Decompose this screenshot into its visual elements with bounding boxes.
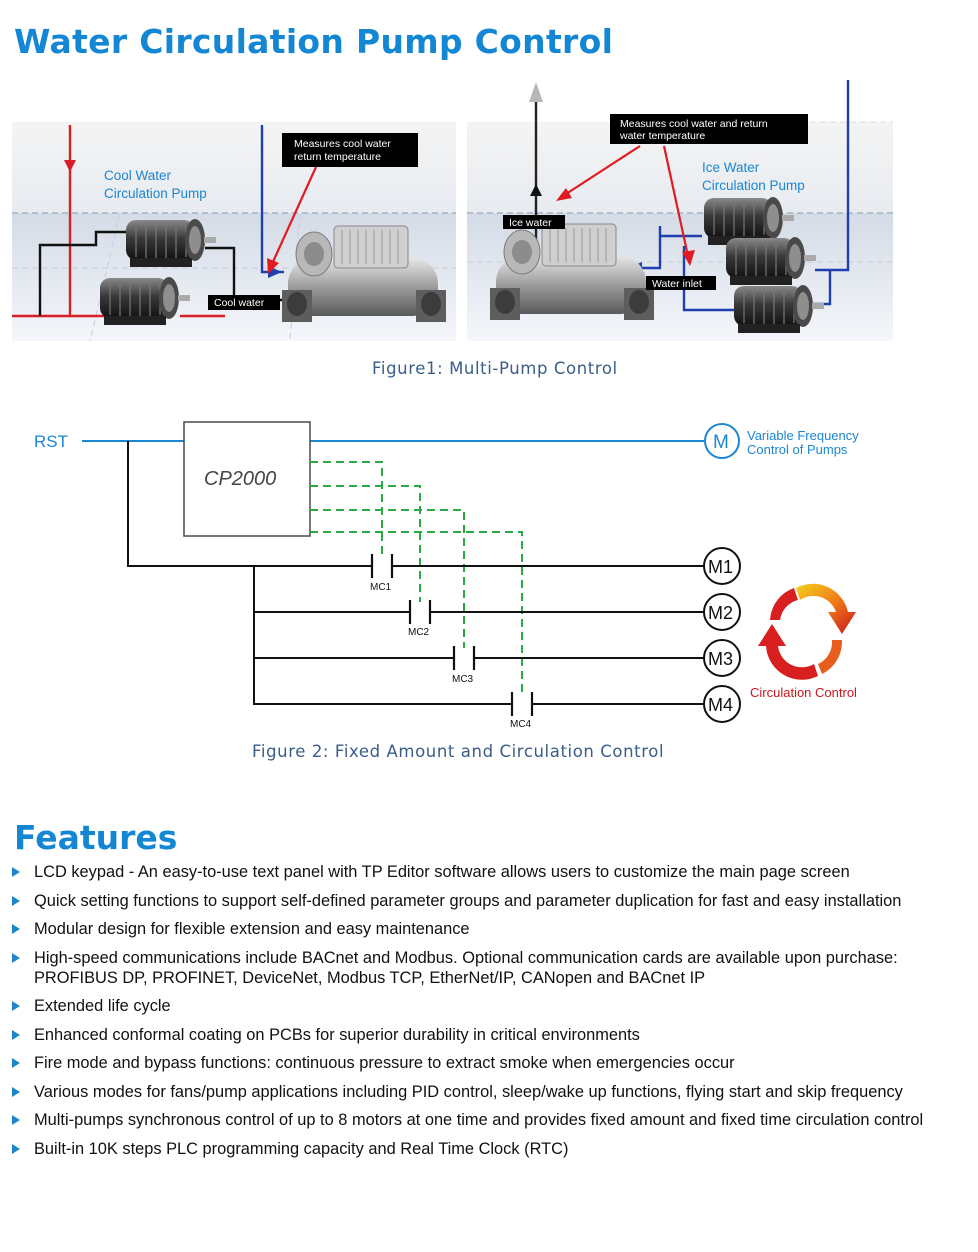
- bullet-arrow-icon: [12, 1143, 20, 1154]
- bullet-arrow-icon: [12, 1029, 20, 1040]
- features-heading: Features: [14, 818, 178, 857]
- figure1-caption: Figure1: Multi-Pump Control: [372, 359, 618, 378]
- contact-mc3: MC3: [452, 674, 474, 685]
- ice-water-pump-label-2: Circulation Pump: [702, 178, 805, 193]
- ice-water-tag: Ice water: [509, 217, 552, 229]
- right-callout-line-2: water temperature: [619, 130, 705, 142]
- vf-label-line-1: Variable Frequency: [747, 428, 859, 443]
- bullet-arrow-icon: [12, 867, 20, 877]
- motor-m3-icon: [703, 639, 741, 677]
- feature-item: Multi-pumps synchronous control of up to…: [12, 1110, 974, 1130]
- figure2-circuit-diagram: RST CP2000 M Variable Frequency Control …: [34, 421, 859, 730]
- cp2000-controller: [183, 421, 311, 537]
- bullet-arrow-icon: [12, 1115, 20, 1125]
- bullet-arrow-icon: [12, 1086, 20, 1097]
- bullet-arrow-icon: [12, 1001, 20, 1011]
- contact-mc4: MC4: [510, 719, 532, 730]
- feature-text: LCD keypad - An easy-to-use text panel w…: [34, 863, 850, 881]
- feature-item: Enhanced conformal coating on PCBs for s…: [12, 1025, 974, 1045]
- bullet-arrow-icon: [12, 924, 20, 934]
- feature-text: Various modes for fans/pump applications…: [34, 1082, 903, 1101]
- feature-item: Built-in 10K steps PLC programming capac…: [12, 1139, 974, 1159]
- motor-m1-icon: [703, 547, 741, 585]
- feature-text: Built-in 10K steps PLC programming capac…: [34, 1139, 569, 1158]
- figure1-right-panel: Ice Water Circulation Pump Measures cool…: [467, 80, 893, 341]
- feature-item: Fire mode and bypass functions: continuo…: [12, 1053, 974, 1073]
- water-inlet-tag: Water inlet: [652, 278, 702, 290]
- contact-mc2: MC2: [408, 627, 430, 638]
- cool-water-pump-label-2: Circulation Pump: [104, 186, 207, 201]
- bullet-arrow-icon: [12, 895, 20, 906]
- figure1-left-panel: Cool Water Circulation Pump Measures coo…: [12, 122, 456, 342]
- motor-m2-label: M2: [708, 603, 733, 623]
- bullet-arrow-icon: [12, 952, 20, 963]
- bullet-arrow-icon: [12, 1058, 20, 1068]
- feature-item: Modular design for flexible extension an…: [12, 919, 974, 939]
- circulation-control-label: Circulation Control: [750, 685, 857, 700]
- rst-label: RST: [34, 432, 68, 451]
- feature-item: High-speed communications include BACnet…: [12, 948, 974, 988]
- feature-text: Extended life cycle: [34, 997, 171, 1015]
- motor-m1-label: M1: [708, 557, 733, 577]
- vf-motor-icon: [704, 423, 740, 459]
- feature-item: Various modes for fans/pump applications…: [12, 1082, 974, 1102]
- feature-item: Quick setting functions to support self-…: [12, 891, 974, 911]
- left-callout-line-1: Measures cool water: [294, 138, 391, 150]
- motor-m2-icon: [703, 593, 741, 631]
- feature-item: Extended life cycle: [12, 996, 974, 1016]
- page-title: Water Circulation Pump Control: [14, 22, 614, 61]
- motor-m3-label: M3: [708, 649, 733, 669]
- cool-water-pump-label-1: Cool Water: [104, 168, 172, 183]
- cp2000-label: CP2000: [204, 468, 276, 490]
- vf-label-line-2: Control of Pumps: [747, 442, 848, 457]
- features-list: LCD keypad - An easy-to-use text panel w…: [12, 862, 974, 1167]
- circulation-arrows-icon: [758, 583, 856, 680]
- vf-motor-label: M: [713, 432, 729, 453]
- contact-mc1: MC1: [370, 582, 392, 593]
- motor-m4-icon: [703, 685, 741, 723]
- feature-text: Fire mode and bypass functions: continuo…: [34, 1054, 735, 1072]
- feature-text: Modular design for flexible extension an…: [34, 920, 470, 938]
- motor-m4-label: M4: [708, 695, 733, 715]
- right-callout-line-1: Measures cool water and return: [620, 118, 768, 130]
- figure2-caption: Figure 2: Fixed Amount and Circulation C…: [252, 742, 665, 761]
- feature-text: Enhanced conformal coating on PCBs for s…: [34, 1025, 640, 1044]
- left-callout-line-2: return temperature: [294, 151, 381, 163]
- cool-water-tag: Cool water: [214, 297, 265, 309]
- feature-item: LCD keypad - An easy-to-use text panel w…: [12, 862, 974, 882]
- feature-text: Multi-pumps synchronous control of up to…: [34, 1111, 924, 1129]
- feature-text: High-speed communications include BACnet…: [34, 948, 898, 987]
- figure1-multi-pump: Cool Water Circulation Pump Measures coo…: [12, 80, 893, 342]
- ice-water-pump-label-1: Ice Water: [702, 160, 760, 175]
- feature-text: Quick setting functions to support self-…: [34, 891, 902, 910]
